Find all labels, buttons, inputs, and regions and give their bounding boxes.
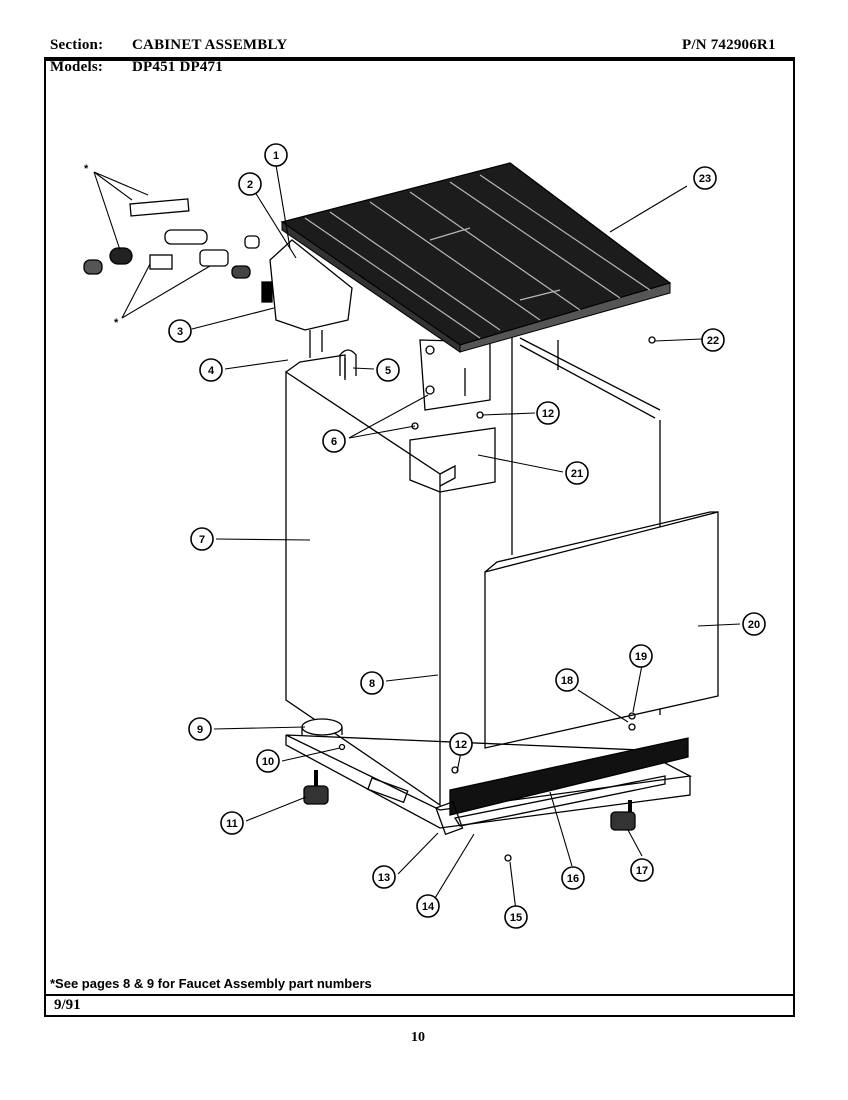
callout-circle — [693, 166, 717, 190]
callout-circle — [416, 894, 440, 918]
callout-circle — [322, 429, 346, 453]
callout-label: 13 — [378, 872, 390, 884]
callout-label: 21 — [571, 468, 583, 480]
callout-circle — [199, 358, 223, 382]
callout-9: 9 — [188, 717, 212, 741]
callout-circle — [565, 461, 589, 485]
callout-label: 19 — [635, 651, 647, 663]
callout-circle — [449, 732, 473, 756]
callout-label: 4 — [208, 365, 215, 377]
callout-circle — [555, 668, 579, 692]
section-label: Section: — [50, 37, 104, 53]
callout-circle — [238, 172, 262, 196]
callout-1: 1 — [264, 143, 288, 167]
callout-5: 5 — [376, 358, 400, 382]
callout-15: 15 — [504, 905, 528, 929]
callout-label: 10 — [262, 756, 274, 768]
callout-label: 11 — [226, 818, 238, 830]
callout-label: 18 — [561, 675, 573, 687]
callout-label: 5 — [385, 365, 391, 377]
callout-21: 21 — [565, 461, 589, 485]
callout-circle — [168, 319, 192, 343]
callout-circle — [188, 717, 212, 741]
revision-date: 9/91 — [54, 997, 81, 1013]
callout-label: 6 — [331, 436, 337, 448]
callout-12-upper: 12 — [536, 401, 560, 425]
diagram-frame — [44, 59, 795, 1017]
asterisk-marker: * — [84, 163, 89, 175]
callout-11: 11 — [220, 811, 244, 835]
faucet-housing — [269, 239, 353, 331]
callout-label: 22 — [707, 335, 719, 347]
mounting-bracket — [409, 427, 496, 493]
callout-6: 6 — [322, 429, 346, 453]
callout-7: 7 — [190, 527, 214, 551]
callout-2: 2 — [238, 172, 262, 196]
callout-label: 9 — [197, 724, 203, 736]
callout-circle — [504, 905, 528, 929]
callout-circle — [220, 811, 244, 835]
callout-10: 10 — [256, 749, 280, 773]
callout-label: 8 — [369, 678, 375, 690]
callout-label: 23 — [699, 173, 711, 185]
header-rule — [44, 57, 795, 59]
callout-circle — [742, 612, 766, 636]
callout-label: 3 — [177, 326, 183, 338]
faucet-note: *See pages 8 & 9 for Faucet Assembly par… — [50, 976, 372, 991]
callout-label: 12 — [455, 739, 467, 751]
callout-8: 8 — [360, 671, 384, 695]
callout-label: 1 — [273, 150, 279, 162]
callout-20: 20 — [742, 612, 766, 636]
asterisk-marker: * — [114, 317, 119, 329]
callout-label: 17 — [636, 865, 648, 877]
front-panel — [484, 511, 719, 749]
models-list: DP451 DP471 — [132, 59, 223, 75]
callout-circle — [561, 866, 585, 890]
callout-22: 22 — [701, 328, 725, 352]
callout-label: 20 — [748, 619, 760, 631]
callout-18: 18 — [555, 668, 579, 692]
callout-label: 15 — [510, 912, 522, 924]
callout-label: 14 — [422, 901, 435, 913]
leveling-leg-left — [303, 785, 329, 805]
callout-14: 14 — [416, 894, 440, 918]
callout-12: 12 — [449, 732, 473, 756]
callout-4: 4 — [199, 358, 223, 382]
callout-circle — [372, 865, 396, 889]
toe-kick — [449, 737, 689, 816]
page-number: 10 — [411, 1030, 425, 1045]
countertop — [280, 162, 672, 353]
callout-16: 16 — [561, 866, 585, 890]
callout-circle — [701, 328, 725, 352]
callout-circle — [256, 749, 280, 773]
callout-17: 17 — [630, 858, 654, 882]
callout-19: 19 — [629, 644, 653, 668]
callout-13: 13 — [372, 865, 396, 889]
callout-label: 7 — [199, 534, 205, 546]
callout-circle — [190, 527, 214, 551]
callout-label: 2 — [247, 179, 253, 191]
callout-23: 23 — [693, 166, 717, 190]
callout-circle — [630, 858, 654, 882]
callout-circle — [376, 358, 400, 382]
side-panel — [285, 370, 441, 807]
callout-circle — [360, 671, 384, 695]
models-label: Models: — [50, 59, 104, 75]
footer-rule — [44, 994, 795, 996]
callout-3: 3 — [168, 319, 192, 343]
callout-circle — [629, 644, 653, 668]
callout-label: 16 — [567, 873, 579, 885]
callout-circle — [264, 143, 288, 167]
callout-label: 12 — [542, 408, 554, 420]
section-title: CABINET ASSEMBLY — [132, 37, 288, 53]
part-number: P/N 742906R1 — [682, 37, 776, 53]
leveling-leg-right — [610, 811, 636, 831]
